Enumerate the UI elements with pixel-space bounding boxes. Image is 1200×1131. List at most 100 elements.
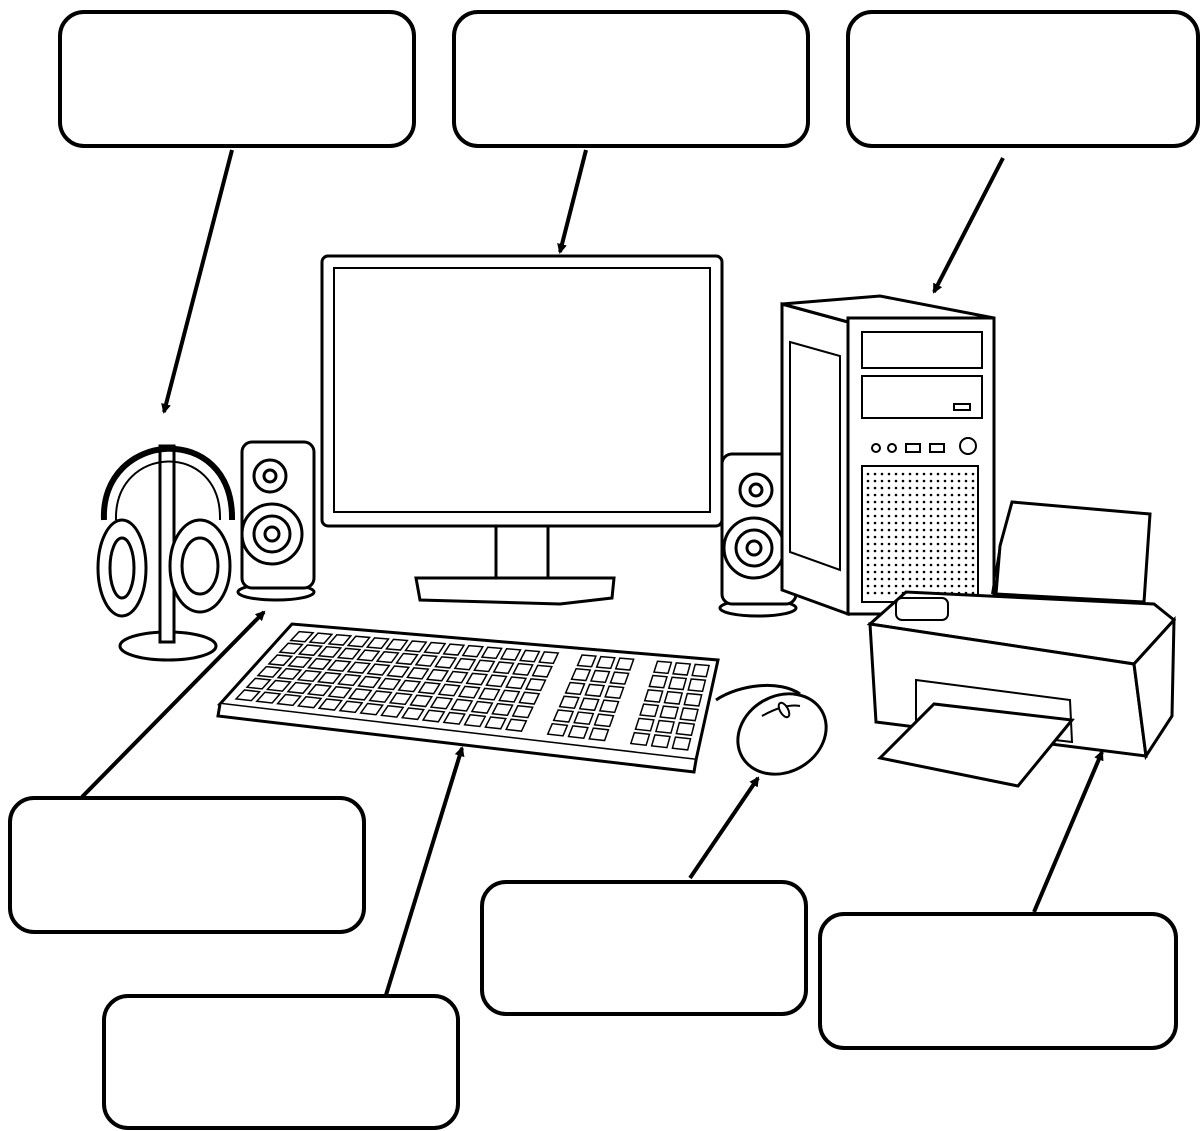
label-box-system-unit[interactable]	[846, 10, 1200, 148]
vent-dot	[951, 550, 954, 553]
vent-dot	[867, 508, 870, 511]
vent-dot	[937, 473, 940, 476]
vent-dot	[867, 487, 870, 490]
printer-panel	[896, 598, 948, 620]
vent-dot	[888, 550, 891, 553]
monitor	[322, 256, 722, 604]
vent-dot	[881, 585, 884, 588]
vent-dot	[951, 578, 954, 581]
keyboard-key	[580, 698, 599, 710]
vent-dot	[937, 578, 940, 581]
keyboard-key	[680, 708, 698, 721]
vent-dot	[944, 571, 947, 574]
vent-dot	[888, 578, 891, 581]
vent-dot	[895, 592, 898, 595]
vent-dot	[951, 487, 954, 490]
vent-dot	[902, 473, 905, 476]
vent-dot	[902, 550, 905, 553]
vent-dot	[958, 571, 961, 574]
keyboard-key	[569, 726, 588, 738]
vent-dot	[930, 564, 933, 567]
vent-dot	[965, 550, 968, 553]
vent-dot	[902, 578, 905, 581]
vent-dot	[916, 480, 919, 483]
label-box-headphones[interactable]	[58, 10, 416, 148]
vent-dot	[965, 515, 968, 518]
vent-dot	[930, 487, 933, 490]
vent-dot	[923, 494, 926, 497]
vent-dot	[895, 515, 898, 518]
keyboard-key	[640, 704, 658, 716]
vent-dot	[909, 543, 912, 546]
vent-dot	[881, 592, 884, 595]
label-box-monitor[interactable]	[452, 10, 810, 148]
keyboard-key	[616, 658, 634, 670]
vent-dot	[965, 508, 968, 511]
vent-dot	[895, 543, 898, 546]
vent-dot	[888, 501, 891, 504]
vent-dot	[958, 564, 961, 567]
vent-dot	[888, 487, 891, 490]
monitor-screen	[334, 268, 710, 512]
vent-dot	[874, 557, 877, 560]
vent-dot	[916, 501, 919, 504]
vent-dot	[937, 550, 940, 553]
vent-dot	[874, 522, 877, 525]
vent-dot	[958, 487, 961, 490]
vent-dot	[902, 529, 905, 532]
vent-dot	[958, 578, 961, 581]
vent-dot	[937, 557, 940, 560]
keyboard-key	[652, 735, 670, 748]
arrow-monitor	[560, 150, 586, 252]
vent-dot	[916, 487, 919, 490]
vent-dot	[958, 480, 961, 483]
vent-dot	[888, 529, 891, 532]
vent-dot	[874, 473, 877, 476]
vent-dot	[944, 550, 947, 553]
vent-dot	[867, 543, 870, 546]
vent-dot	[909, 515, 912, 518]
vent-dot	[944, 473, 947, 476]
vent-dot	[902, 508, 905, 511]
vent-dot	[958, 529, 961, 532]
vent-dot	[895, 487, 898, 490]
mouse	[716, 678, 841, 790]
keyboard-key	[669, 677, 686, 689]
vent-dot	[867, 529, 870, 532]
vent-dot	[930, 578, 933, 581]
vent-dot	[965, 480, 968, 483]
vent-dot	[937, 571, 940, 574]
vent-dot	[958, 508, 961, 511]
keyboard-key	[589, 728, 608, 740]
label-box-speakers[interactable]	[8, 796, 366, 934]
keyboard-key	[664, 692, 682, 704]
keyboard-key	[600, 700, 619, 712]
vent-dot	[881, 473, 884, 476]
vent-dot	[972, 508, 975, 511]
vent-dot	[937, 508, 940, 511]
vent-dot	[867, 564, 870, 567]
vent-dot	[909, 473, 912, 476]
vent-dot	[909, 578, 912, 581]
vent-dot	[867, 501, 870, 504]
keyboard-key	[684, 694, 701, 706]
vent-dot	[937, 487, 940, 490]
label-box-mouse[interactable]	[480, 880, 808, 1016]
label-box-keyboard[interactable]	[102, 994, 460, 1130]
vent-dot	[909, 494, 912, 497]
vent-dot	[881, 494, 884, 497]
vent-dot	[951, 522, 954, 525]
paper-tray	[996, 502, 1150, 602]
vent-dot	[930, 494, 933, 497]
vent-dot	[972, 564, 975, 567]
vent-dot	[916, 515, 919, 518]
vent-dot	[923, 585, 926, 588]
vent-dot	[958, 515, 961, 518]
vent-dot	[930, 536, 933, 539]
vent-dot	[965, 494, 968, 497]
vent-dot	[902, 522, 905, 525]
keyboard-key	[649, 676, 667, 688]
vent-dot	[937, 543, 940, 546]
vent-dot	[909, 571, 912, 574]
label-box-printer[interactable]	[818, 912, 1178, 1050]
